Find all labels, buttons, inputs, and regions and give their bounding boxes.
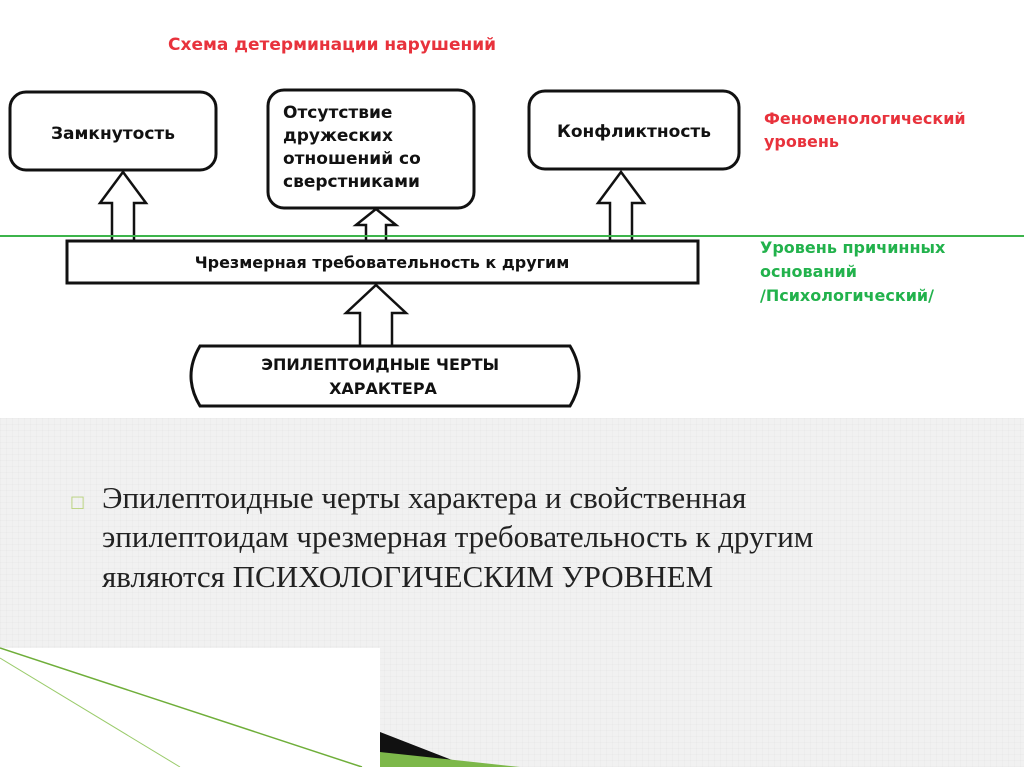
arrow-to-excessive-demands-icon (342, 283, 410, 348)
box-excessive-demands (65, 239, 700, 285)
phenomenological-level-line-2: уровень (764, 132, 839, 151)
box-epileptoid-traits-label: ЭПИЛЕПТОИДНЫЕ ЧЕРТЫ ХАРАКТЕРА (261, 355, 504, 398)
box-epileptoid-traits-line-1: ЭПИЛЕПТОИДНЫЕ ЧЕРТЫ (261, 355, 499, 374)
diagram-title: Схема детерминации нарушений (168, 35, 496, 55)
box-epileptoid-traits (189, 344, 581, 408)
corner-panel (0, 648, 380, 767)
arrow-to-no-friendships-icon (352, 207, 400, 244)
causal-level-line-2: оснований (760, 262, 857, 281)
phenomenological-level-line-1: Феноменологический (764, 109, 966, 128)
causal-level-line-1: Уровень причинных (760, 238, 946, 257)
box-no-friendships-line-4: сверстниками (283, 172, 420, 192)
box-epileptoid-traits-line-2: ХАРАКТЕРА (329, 379, 437, 398)
phenomenological-level-label: Феноменологический уровень (764, 109, 971, 151)
box-isolation (8, 90, 218, 172)
box-isolation-label: Замкнутость (51, 124, 175, 144)
causal-level-line-3: /Психологический/ (760, 286, 934, 305)
determination-diagram: Схема детерминации нарушений Замкнутость… (0, 35, 1024, 408)
diagram-area: Схема детерминации нарушений Замкнутость… (0, 0, 1024, 418)
box-excessive-demands-label: Чрезмерная требовательность к другим (195, 253, 570, 272)
causal-level-label: Уровень причинных оснований /Психологиче… (760, 238, 951, 305)
arrow-to-conflict-icon (595, 169, 647, 244)
box-no-friendships-line-3: отношений со (283, 149, 421, 169)
bullet-item: □ Эпилептоидные черты характера и свойст… (70, 478, 920, 596)
box-no-friendships-line-2: дружеских (283, 126, 393, 146)
box-conflict (527, 89, 741, 171)
box-no-friendships-label: Отсутствие дружеских отношений со сверст… (283, 103, 427, 192)
box-conflict-label: Конфликтность (557, 122, 711, 142)
box-no-friendships (266, 88, 476, 210)
arrow-to-isolation-icon (97, 169, 149, 244)
hollow-square-bullet-icon: □ (70, 492, 86, 511)
box-no-friendships-line-1: Отсутствие (283, 103, 392, 123)
bullet-text: Эпилептоидные черты характера и свойстве… (102, 480, 814, 594)
